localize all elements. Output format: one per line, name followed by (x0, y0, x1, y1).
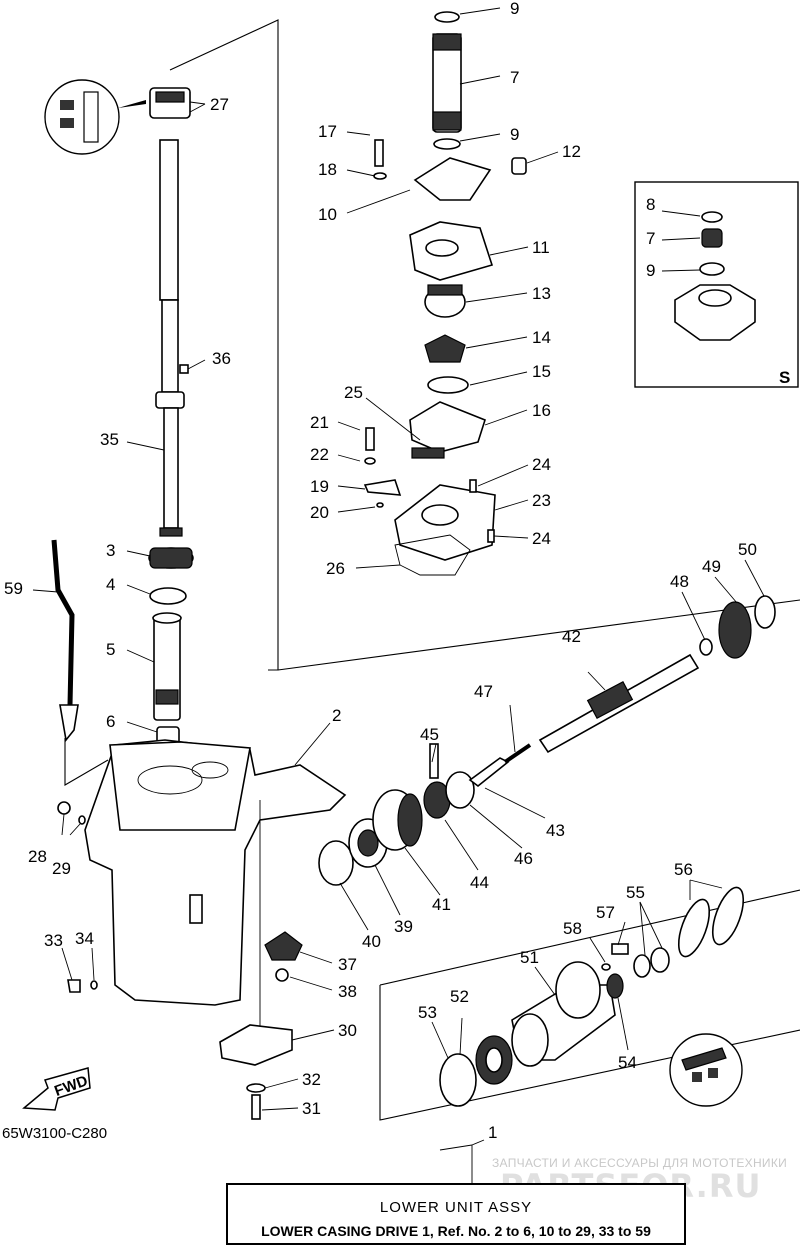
watermark-line-1: ЗАПЧАСТИ И АКСЕССУАРЫ ДЛЯ МОТОТЕХНИКИ (492, 1156, 788, 1170)
callout-20: 20 (310, 503, 329, 522)
callout-42: 42 (562, 627, 581, 646)
callout-59: 59 (4, 579, 23, 598)
callout-13: 13 (532, 284, 551, 303)
callout-49: 49 (702, 557, 721, 576)
callout-12: 12 (562, 142, 581, 161)
callout-7: 7 (510, 68, 519, 87)
lower-casing (84, 739, 347, 1030)
callout-26: 26 (326, 559, 345, 578)
callout-9-mid: 9 (510, 125, 519, 144)
water-pump-stack (363, 11, 527, 576)
callout-44: 44 (470, 873, 489, 892)
callout-4: 4 (106, 575, 115, 594)
fwd-arrow: FWD (22, 1067, 91, 1111)
callout-31: 31 (302, 1099, 321, 1118)
callout-57: 57 (596, 903, 615, 922)
callout-9-inset: 9 (646, 261, 655, 280)
callout-14: 14 (532, 328, 551, 347)
document-code: 65W3100-C280 (2, 1125, 108, 1142)
callout-55: 55 (626, 883, 645, 902)
callout-54: 54 (618, 1053, 637, 1072)
callout-28: 28 (28, 847, 47, 866)
callout-3: 3 (106, 541, 115, 560)
inset-mark: S (779, 368, 790, 387)
title-box: LOWER UNIT ASSY LOWER CASING DRIVE 1, Re… (226, 1183, 686, 1245)
callout-38: 38 (338, 982, 357, 1001)
shift-rod (51, 539, 79, 742)
callout-52: 52 (450, 987, 469, 1006)
callout-7-inset: 7 (646, 229, 655, 248)
region-outline-lines (64, 19, 800, 1151)
callout-32: 32 (302, 1070, 321, 1089)
callout-21: 21 (310, 413, 329, 432)
callout-41: 41 (432, 895, 451, 914)
propeller-shaft-group (423, 595, 776, 819)
callout-9-top: 9 (510, 0, 519, 18)
callout-30: 30 (338, 1021, 357, 1040)
callout-17: 17 (318, 122, 337, 141)
callout-46: 46 (514, 849, 533, 868)
callout-35: 35 (100, 430, 119, 449)
casing-small-parts (57, 789, 423, 1120)
callout-24-top: 24 (532, 455, 551, 474)
callout-labels: 1 2 3 4 5 6 7 9 9 10 11 12 13 14 15 16 1… (4, 0, 757, 1142)
callout-25: 25 (344, 383, 363, 402)
leader-lines (32, 7, 765, 1183)
callout-33: 33 (44, 931, 63, 950)
drive-shaft (149, 87, 191, 537)
callout-34: 34 (75, 929, 94, 948)
callout-29: 29 (52, 859, 71, 878)
callout-11: 11 (532, 238, 550, 257)
callout-51: 51 (520, 948, 539, 967)
title-box-title: LOWER UNIT ASSY (379, 1199, 533, 1216)
callout-45: 45 (420, 725, 439, 744)
callout-39: 39 (394, 917, 413, 936)
callout-1: 1 (488, 1123, 497, 1142)
callout-2: 2 (332, 706, 341, 725)
callout-50: 50 (738, 540, 757, 559)
callout-23: 23 (532, 491, 551, 510)
shaft-lower-parts (148, 547, 194, 746)
callout-18: 18 (318, 160, 337, 179)
inset-box-s: 8 7 9 S (634, 181, 799, 388)
callout-10: 10 (318, 205, 337, 224)
title-box-subtitle: LOWER CASING DRIVE 1, Ref. No. 2 to 6, 1… (261, 1223, 651, 1239)
callout-19: 19 (310, 477, 329, 496)
callout-53: 53 (418, 1003, 437, 1022)
callout-22: 22 (310, 445, 329, 464)
callout-24-bottom: 24 (532, 529, 551, 548)
callout-58: 58 (563, 919, 582, 938)
callout-27: 27 (210, 95, 229, 114)
callout-47: 47 (474, 682, 493, 701)
callout-15: 15 (532, 362, 551, 381)
callout-37: 37 (338, 955, 357, 974)
callout-48: 48 (670, 572, 689, 591)
callout-16: 16 (532, 401, 551, 420)
callout-43: 43 (546, 821, 565, 840)
detail-circle-27 (44, 79, 146, 155)
prop-shaft-housing (439, 886, 745, 1107)
callout-8: 8 (646, 195, 655, 214)
callout-6: 6 (106, 712, 115, 731)
callout-56: 56 (674, 860, 693, 879)
callout-36: 36 (212, 349, 231, 368)
callout-5: 5 (106, 640, 115, 659)
callout-40: 40 (362, 932, 381, 951)
